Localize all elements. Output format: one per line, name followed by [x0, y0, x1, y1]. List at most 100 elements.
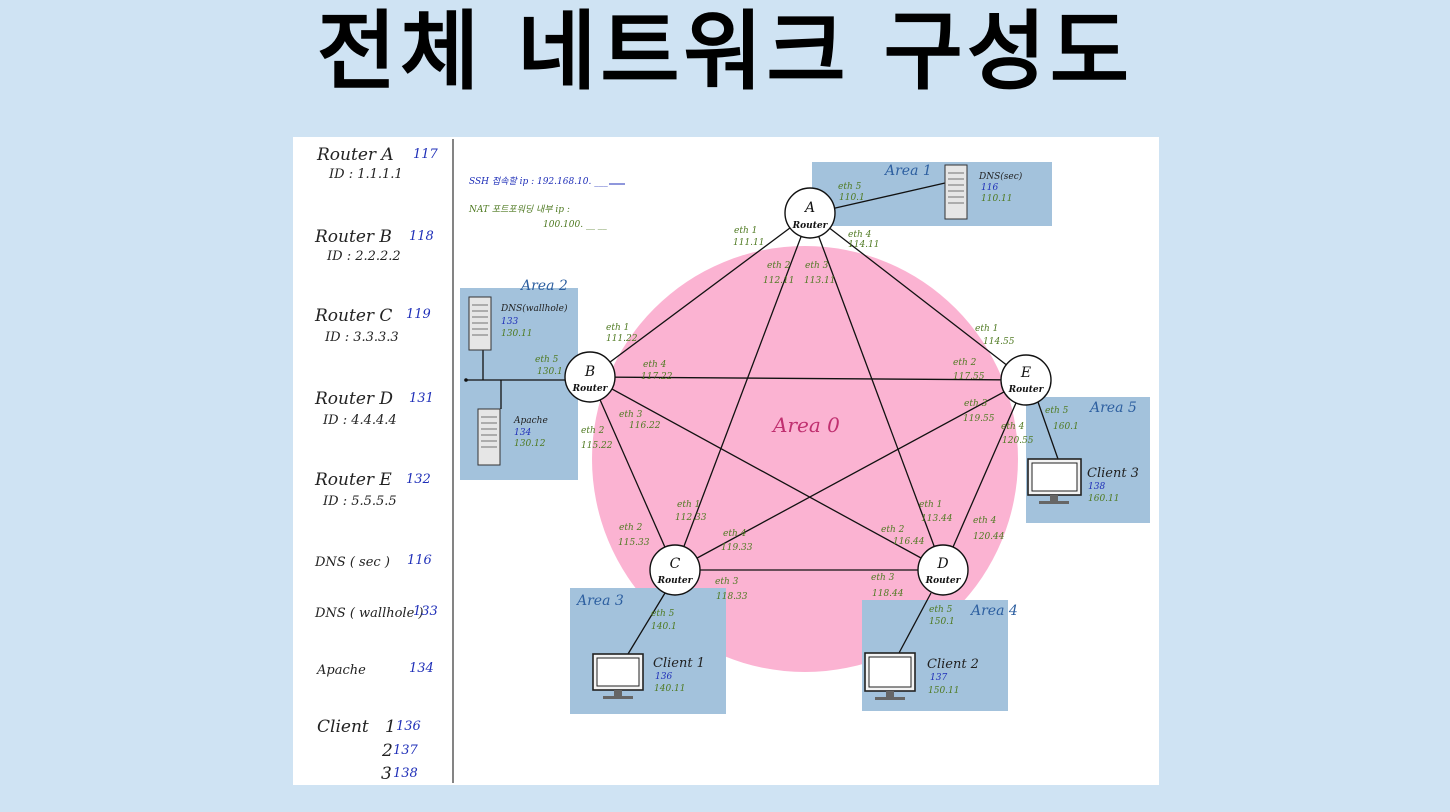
a-eth3-label: eth 3 [805, 261, 829, 271]
e-eth1-label: eth 1 [975, 324, 998, 334]
legend-router-e-num: 132 [406, 472, 431, 487]
client2-monitor-icon [864, 652, 916, 700]
page-title: 전체 네트워크 구성도 [317, 2, 1133, 102]
legend-client-label: Client [317, 717, 369, 737]
d-eth5-ip: 150.1 [929, 617, 955, 627]
link-a-d [809, 212, 944, 571]
a-eth2-label: eth 2 [767, 261, 791, 271]
b-eth4-ip: 117.22 [641, 372, 673, 382]
c-eth3-label: eth 3 [715, 577, 739, 587]
dns-wall-num: 133 [501, 317, 518, 327]
legend-dns-wall-num: 133 [413, 604, 438, 619]
router-e-sub: Router [1008, 385, 1045, 395]
lan-dot [464, 378, 468, 382]
a-eth3-ip: 113.11 [804, 276, 836, 286]
b-eth2-ip: 115.22 [581, 441, 613, 451]
router-d-sub: Router [925, 576, 962, 586]
client1-num: 136 [655, 672, 672, 682]
e-eth4-ip: 120.55 [1002, 436, 1034, 446]
d-eth2-ip: 116.44 [893, 537, 925, 547]
link-a-dns-sec [830, 182, 946, 210]
legend-client3-idx: 3 [381, 764, 392, 784]
legend-router-c-name: Router C [314, 306, 392, 326]
b-eth3-ip: 116.22 [629, 421, 661, 431]
dns-wall-name: DNS(wallhole) [500, 303, 568, 314]
c-eth1-ip: 112.33 [675, 513, 707, 523]
b-eth5-label: eth 5 [535, 355, 559, 365]
a-eth5-ip: 110.1 [839, 193, 865, 203]
router-b-sub: Router [572, 384, 609, 394]
legend-router-d-num: 131 [409, 391, 434, 406]
area4-label: Area 4 [969, 603, 1018, 619]
note-ssh: SSH 접속할 ip : 192.168.10. ___ [469, 176, 608, 187]
router-a[interactable]: A Router [784, 187, 836, 239]
link-a-b [589, 212, 811, 378]
router-e[interactable]: E Router [1000, 354, 1052, 406]
legend-router-b-name: Router B [314, 227, 392, 247]
router-d-label: D [936, 556, 948, 572]
link-b-e [589, 376, 1027, 381]
router-b-label: B [584, 364, 595, 380]
dns-sec-name: DNS(sec) [978, 171, 1023, 182]
e-eth2-label: eth 2 [953, 358, 977, 368]
a-eth1-ip: 111.11 [733, 238, 765, 248]
link-b-d [589, 376, 944, 571]
router-a-label: A [803, 200, 815, 216]
area3-label: Area 3 [575, 593, 624, 609]
router-c[interactable]: C Router [649, 544, 701, 596]
d-eth2-label: eth 2 [881, 525, 905, 535]
client3-ip: 160.11 [1088, 494, 1120, 504]
e-eth2-ip: 117.55 [953, 372, 985, 382]
b-eth1-ip: 111.22 [606, 334, 638, 344]
b-eth2-label: eth 2 [581, 426, 605, 436]
router-d[interactable]: D Router [917, 544, 969, 596]
client3-monitor-icon [1027, 458, 1082, 504]
client2-num: 137 [930, 673, 947, 683]
d-eth5-label: eth 5 [929, 605, 953, 615]
legend-apache-name: Apache [316, 663, 366, 678]
dns-sec-num: 116 [981, 183, 998, 193]
legend-router-b-id: ID : 2.2.2.2 [326, 249, 401, 264]
link-b-c [589, 376, 676, 571]
e-eth3-ip: 119.55 [963, 414, 995, 424]
c-eth1-label: eth 1 [677, 500, 700, 510]
area2-label: Area 2 [519, 278, 568, 294]
area5-label: Area 5 [1088, 400, 1137, 416]
legend-client1-num: 136 [396, 719, 421, 734]
a-eth4-ip: 114.11 [848, 240, 880, 250]
c-eth4-ip: 119.33 [721, 543, 753, 553]
client1-monitor-icon [592, 653, 644, 699]
legend-client2-idx: 2 [381, 741, 393, 761]
legend-router-a-name: Router A [316, 145, 394, 165]
d-eth4-ip: 120.44 [973, 532, 1005, 542]
e-eth3-label: eth 3 [964, 399, 988, 409]
d-eth3-ip: 118.44 [872, 589, 904, 599]
area0-label: Area 0 [771, 413, 840, 437]
router-c-sub: Router [657, 576, 694, 586]
link-e-client3 [1037, 401, 1059, 460]
dns-wallhole-server-icon [468, 296, 492, 351]
d-eth4-label: eth 4 [973, 516, 997, 526]
e-eth5-label: eth 5 [1045, 406, 1069, 416]
a-eth4-label: eth 4 [848, 230, 872, 240]
e-eth1-ip: 114.55 [983, 337, 1015, 347]
legend-router-a-num: 117 [413, 147, 439, 162]
b-eth1-label: eth 1 [606, 323, 629, 333]
client2-name: Client 2 [927, 657, 979, 672]
area1-box [812, 162, 1052, 226]
link-d-e [942, 379, 1027, 571]
router-b[interactable]: B Router [564, 351, 616, 403]
legend-dns-sec-num: 116 [407, 553, 432, 568]
dns-sec-ip: 110.11 [981, 194, 1013, 204]
legend-router-b-num: 118 [409, 229, 434, 244]
e-eth4-label: eth 4 [1001, 422, 1025, 432]
legend-router-a-id: ID : 1.1.1.1 [328, 167, 403, 182]
legend-router-d-name: Router D [314, 389, 393, 409]
area1-label: Area 1 [883, 163, 932, 179]
network-diagram: A Router B Router C Router D Router E Ro… [314, 139, 1150, 784]
a-eth1-label: eth 1 [734, 226, 757, 236]
link-c-client1 [627, 592, 666, 655]
d-eth1-ip: 113.44 [921, 514, 953, 524]
note-nat-line2: 100.100. __ __ [543, 220, 607, 230]
link-a-c [674, 212, 811, 571]
